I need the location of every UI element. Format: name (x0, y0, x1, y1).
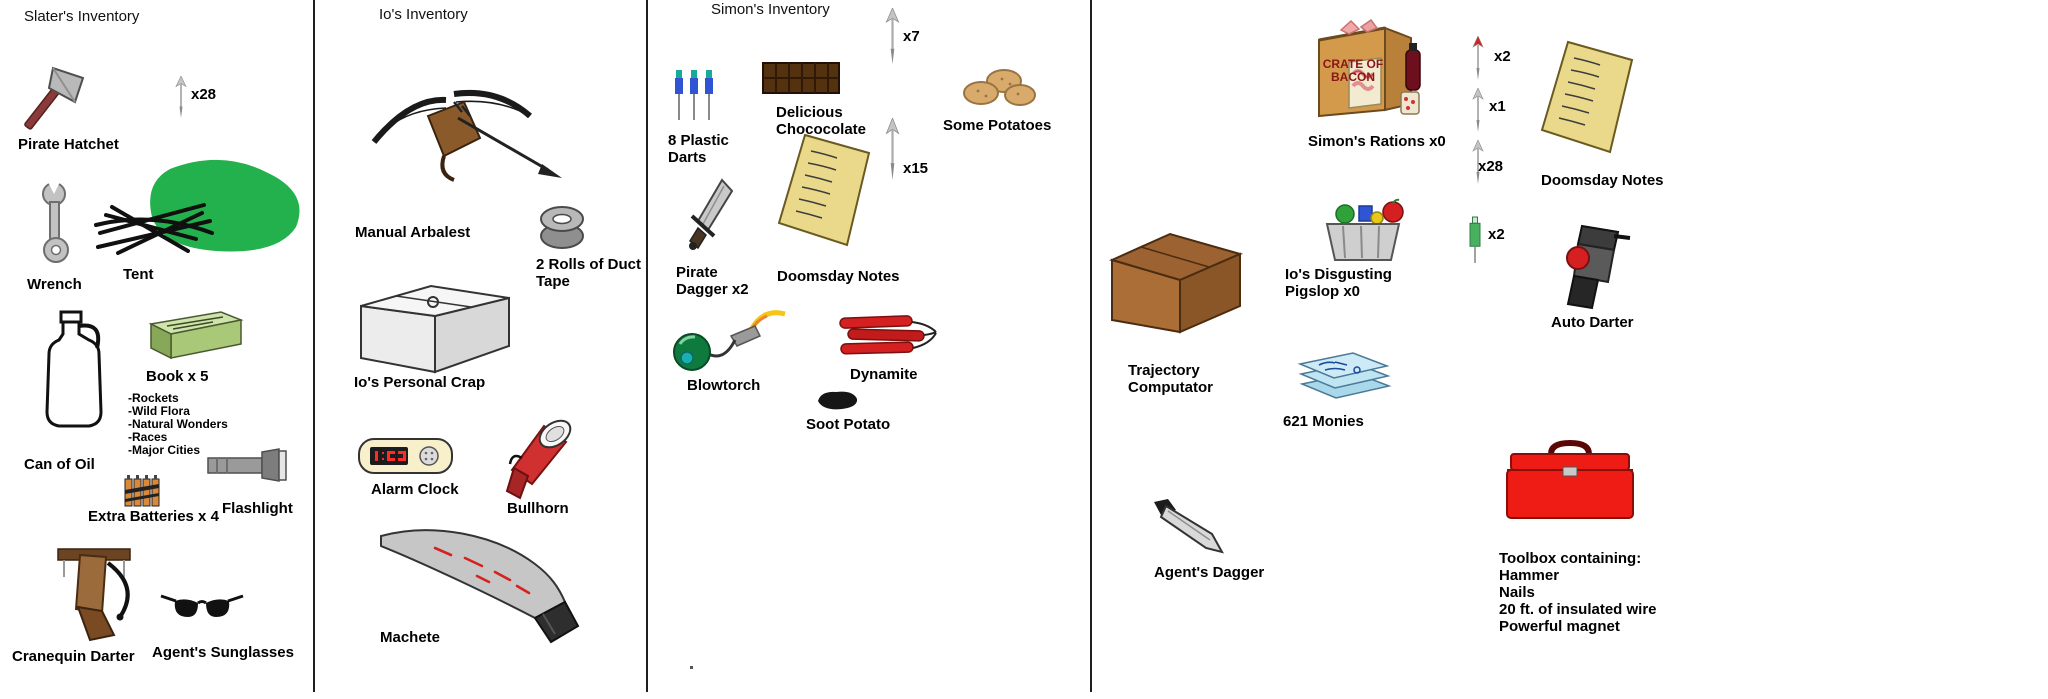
machete-label: Machete (380, 629, 441, 646)
dart-icon (885, 118, 900, 180)
duct-tape-label: 2 Rolls of Duct Tape (536, 256, 642, 290)
ios-personal-crap-icon (360, 284, 510, 374)
tent-label: Tent (123, 266, 154, 283)
pigslop-label: Io's Disgusting Pigslop x0 (1285, 266, 1392, 300)
ios-personal-crap-label: Io's Personal Crap (354, 374, 486, 391)
alarm-clock-label: Alarm Clock (371, 481, 459, 498)
blowtorch-label: Blowtorch (687, 377, 761, 394)
cranequin-darter-icon (57, 548, 131, 642)
book-label: Book x 5 (146, 368, 209, 385)
alarm-clock-icon (358, 438, 453, 474)
blowtorch-icon (673, 310, 786, 371)
tent-icon (94, 159, 300, 255)
wrench-icon (42, 180, 69, 263)
column-divider-3 (1090, 0, 1092, 692)
book-topics-list: -Rockets -Wild Flora -Natural Wonders -R… (128, 392, 228, 457)
potatoes-label: Some Potatoes (943, 117, 1052, 134)
auto-darter-label: Auto Darter (1551, 314, 1634, 331)
plastic-darts-label: 8 Plastic Darts (668, 132, 729, 166)
agents-sunglasses-icon (160, 594, 244, 617)
pigslop-icon (1325, 198, 1404, 261)
monies-icon (1297, 352, 1392, 399)
simon-inventory-header: Simon's Inventory (711, 1, 830, 18)
machete-icon (380, 529, 580, 644)
doomsday-notes-label: Doomsday Notes (1541, 172, 1664, 189)
tent-green-blob (150, 159, 300, 252)
dart-icon (1472, 88, 1484, 132)
dart-red-icon (1472, 36, 1484, 80)
pirate-dagger-label: Pirate Dagger x2 (676, 264, 749, 298)
dart-icon (175, 76, 187, 118)
dart-count-label: x28 (191, 86, 217, 103)
soot-potato-icon (818, 391, 858, 410)
dart-count-label: x28 (1478, 158, 1504, 175)
book-topic: -Races (128, 430, 168, 444)
toolbox-item: 20 ft. of insulated wire (1499, 601, 1657, 618)
machete-scratches (433, 546, 531, 595)
trajectory-computator-icon (1109, 232, 1243, 334)
can-of-oil-icon (45, 310, 103, 428)
book-icon (148, 311, 244, 360)
doomsday-notes-icon (1541, 41, 1633, 153)
book-topic: -Natural Wonders (128, 417, 228, 431)
chocolate-label: Delicious Chococolate (776, 104, 867, 138)
toolbox-contents: Toolbox containing: Hammer Nails 20 ft. … (1499, 550, 1657, 635)
plastic-darts-icon (675, 70, 713, 120)
agents-dagger-icon (1154, 499, 1224, 554)
io-inventory-header: Io's Inventory (379, 6, 468, 23)
duct-tape-icon (540, 206, 584, 249)
dynamite-icon (839, 315, 937, 355)
batteries-icon (124, 475, 160, 507)
auto-darter-icon (1566, 224, 1631, 310)
wrench-label: Wrench (27, 276, 82, 293)
slater-inventory-header: Slater's Inventory (24, 8, 140, 25)
chocolate-icon (762, 62, 840, 94)
pirate-dagger-icon (689, 178, 734, 250)
pirate-hatchet-icon (24, 66, 85, 130)
manual-arbalest-icon (371, 89, 562, 182)
simons-rations-label: Simon's Rations x0 (1308, 133, 1446, 150)
monies-label: 621 Monies (1283, 413, 1364, 430)
flashlight-label: Flashlight (222, 500, 293, 517)
syringe-icon (1469, 216, 1481, 264)
doomsday-notes-icon (778, 134, 870, 246)
crate-text: CRATE OF BACON (1322, 57, 1384, 84)
dart-count-label: x1 (1489, 98, 1506, 115)
can-of-oil-label: Can of Oil (24, 456, 95, 473)
column-divider-1 (313, 0, 315, 692)
dart-red-count-label: x2 (1494, 48, 1511, 65)
pirate-hatchet-label: Pirate Hatchet (18, 136, 119, 153)
clock-display-segments (375, 451, 406, 461)
doomsday-notes-label: Doomsday Notes (777, 268, 900, 285)
tent-scribble (94, 203, 214, 255)
soot-potato-label: Soot Potato (806, 416, 891, 433)
cranequin-darter-label: Cranequin Darter (12, 648, 135, 665)
simons-rations-icon (1318, 18, 1421, 118)
book-topic: -Rockets (128, 391, 179, 405)
dynamite-label: Dynamite (850, 366, 918, 383)
dart-icon (885, 8, 900, 64)
batteries-label: Extra Batteries x 4 (88, 508, 219, 525)
manual-arbalest-label: Manual Arbalest (355, 224, 471, 241)
stray-dot (690, 666, 693, 669)
bullhorn-label: Bullhorn (507, 500, 569, 517)
agents-sunglasses-label: Agent's Sunglasses (152, 644, 294, 661)
syringe-count-label: x2 (1488, 226, 1505, 243)
toolbox-item: Powerful magnet (1499, 618, 1620, 635)
column-divider-2 (646, 0, 648, 692)
flashlight-icon (207, 448, 287, 482)
dart-count-label: x7 (903, 28, 920, 45)
book-topic: -Wild Flora (128, 404, 190, 418)
toolbox-item: Hammer (1499, 567, 1560, 584)
bullhorn-icon (505, 419, 572, 500)
toolbox-title: Toolbox containing: (1499, 550, 1642, 567)
toolbox-icon (1506, 440, 1634, 519)
agents-dagger-label: Agent's Dagger (1154, 564, 1265, 581)
dart-count-label: x15 (903, 160, 929, 177)
toolbox-item: Nails (1499, 584, 1535, 601)
potatoes-icon (963, 69, 1036, 106)
trajectory-computator-label: Trajectory Computator (1128, 362, 1213, 396)
book-topic: -Major Cities (128, 443, 201, 457)
